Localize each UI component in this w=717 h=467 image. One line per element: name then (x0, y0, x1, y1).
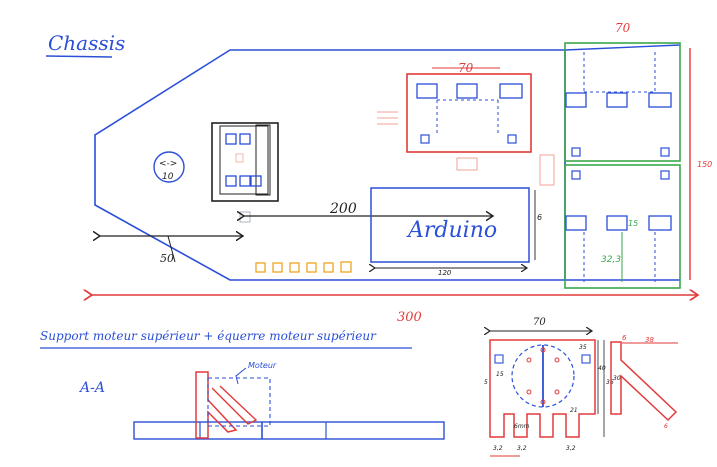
orange-pad (289, 262, 300, 273)
red-module-hole-1 (420, 134, 430, 144)
green-bottom-dim: 32,3 (601, 255, 621, 265)
plate-hole (540, 347, 546, 353)
l-bracket (195, 371, 238, 439)
plate-bottom-6mm: 6mm (514, 423, 530, 430)
dim-50-label: 50 (160, 252, 174, 265)
bracket-dim-6: 6 (622, 334, 627, 342)
arduino-height-label: 6 (537, 213, 542, 222)
plate-mount-right (581, 354, 591, 364)
motor-hole-arrows: <-> (159, 159, 177, 169)
orange-pad (340, 261, 352, 273)
arduino-label: Arduino (406, 218, 497, 243)
black-module-port-4 (239, 175, 251, 187)
dim-300-label: 300 (397, 310, 422, 325)
green-module-dim: 70 (615, 21, 631, 35)
red-module-port-3 (499, 83, 523, 99)
green-module-top-port-3 (648, 92, 672, 108)
green-module-bottom-port-3 (648, 215, 672, 231)
motor-label: Moteur (248, 361, 277, 370)
dim-150-label: 150 (697, 160, 712, 169)
red-module (406, 73, 532, 153)
section-label: A-A (78, 380, 105, 396)
green-module-bottom-hole-2 (660, 170, 670, 180)
orange-pad (306, 262, 317, 273)
plate-left-15: 15 (496, 371, 504, 378)
orange-pad (272, 262, 283, 273)
green-module-top-port-1 (565, 92, 587, 108)
black-module-inner (219, 125, 269, 195)
plate-right-40: 40 (598, 365, 606, 372)
chassis-title-underline (45, 55, 113, 58)
plate-hole (554, 357, 560, 363)
black-module-port-2 (239, 133, 251, 145)
arduino-board (370, 187, 530, 263)
black-module-port-1 (225, 133, 237, 145)
dim-50-leader (167, 235, 176, 263)
plate-hole (540, 399, 546, 405)
plate-hole (526, 357, 532, 363)
green-module-top (564, 42, 681, 162)
green-module-bottom-hole-1 (571, 170, 581, 180)
green-module-top-hole-1 (571, 147, 581, 157)
chassis-title: Chassis (48, 31, 125, 55)
dim-200-label: 200 (329, 201, 357, 217)
motor-hole-label: 10 (162, 172, 174, 182)
green-module-top-port-2 (606, 92, 628, 108)
support-title: Support moteur supérieur + équerre moteu… (40, 329, 377, 343)
plate-right-15: 35 (579, 344, 587, 351)
plate-left-5: 5 (484, 379, 488, 386)
black-module-small-mark (235, 153, 244, 163)
green-bottom-mark: 15 (628, 219, 638, 228)
pink-block-2 (539, 154, 555, 186)
plate-outline (489, 339, 596, 438)
red-module-port-1 (416, 83, 438, 99)
red-module-port-2 (456, 83, 478, 99)
l-bracket-brace (211, 385, 258, 425)
motor-pointer (235, 367, 247, 385)
plate-hole (526, 389, 532, 395)
green-module-bottom (564, 164, 681, 289)
base-bar (133, 421, 445, 440)
plate-hole (554, 389, 560, 395)
black-module-port-5 (250, 175, 262, 187)
orange-pad (255, 262, 266, 273)
bracket-side (610, 341, 678, 422)
bracket-dim-38: 38 (645, 336, 654, 344)
motor-outline (207, 377, 271, 427)
red-module-hole-2 (507, 134, 517, 144)
plate-bottom-32-mid: 3,2 (517, 445, 527, 452)
black-module-foot (239, 211, 251, 223)
pink-hatch (377, 111, 398, 125)
green-module-bottom-port-2 (606, 215, 628, 231)
plate-bottom-32-left: 3,2 (493, 445, 503, 452)
orange-pad (323, 262, 334, 273)
plate-right-36: 36 (606, 379, 614, 386)
plate-bottom-21: 21 (570, 407, 578, 414)
black-module (211, 122, 279, 202)
plate-mount-left (494, 354, 504, 364)
plate-bottom-32-right: 3,2 (566, 445, 576, 452)
pink-block-1 (456, 157, 478, 171)
green-module-bottom-port-1 (565, 215, 587, 231)
black-module-port-3 (225, 175, 237, 187)
plate-motor-circle (511, 344, 575, 408)
green-module-top-hole-2 (660, 147, 670, 157)
plate-top-dim-label: 70 (533, 317, 546, 328)
motor-hole (153, 151, 185, 183)
bracket-dim-bottom: 6 (664, 423, 668, 430)
arduino-width-label: 120 (438, 269, 452, 277)
black-module-bracket (255, 124, 271, 196)
chassis-right-edge (564, 44, 681, 51)
bracket-dim-30: 30 (613, 375, 621, 382)
